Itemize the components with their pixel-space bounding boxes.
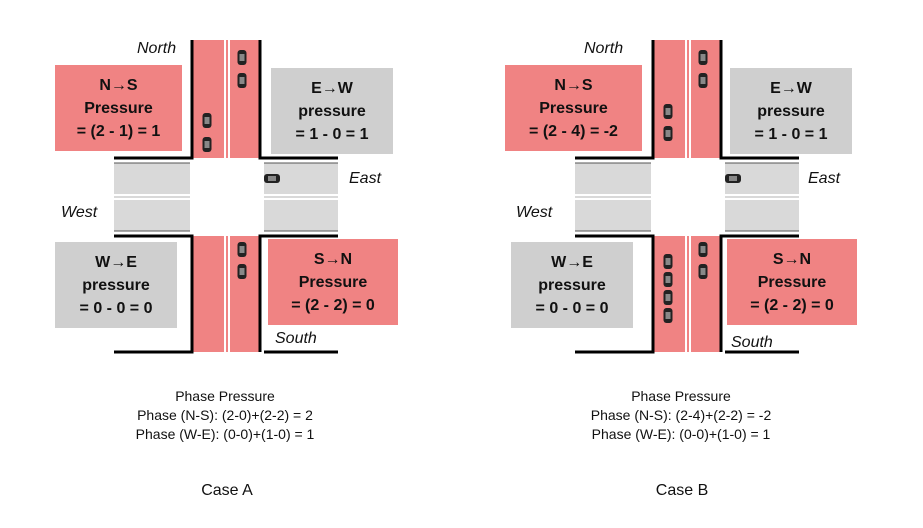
curb-se	[258, 234, 338, 352]
we-value: = 0 - 0 = 0	[79, 299, 153, 317]
vehicle	[237, 242, 247, 257]
sn-title: S→N	[313, 250, 353, 268]
summary-title: Phase Pressure	[175, 388, 275, 404]
we-title: W→E	[95, 253, 137, 271]
vehicle	[237, 264, 247, 279]
vehicle	[663, 308, 673, 323]
intersection-diagram	[114, 40, 338, 354]
ns-value: = (2 - 4) = -2	[529, 122, 618, 140]
we-pressure-box: W→E pressure = 0 - 0 = 0	[55, 242, 177, 328]
vehicle	[698, 242, 708, 257]
vehicle	[663, 254, 673, 269]
vehicle	[698, 73, 708, 88]
west-road	[575, 163, 651, 231]
sn-subtitle: Pressure	[757, 273, 827, 291]
east-road	[725, 163, 799, 231]
phase-pressure-summary: Phase Pressure Phase (N-S): (2-4)+(2-2) …	[511, 387, 851, 444]
case-b-panel: North East West South N→S Pressure = (2 …	[461, 0, 922, 528]
ns-title: N→S	[99, 76, 138, 94]
case-label: Case B	[655, 482, 709, 499]
east-label: East	[808, 170, 841, 187]
ew-subtitle: pressure	[298, 102, 366, 120]
ns-pressure-box: N→S Pressure = (2 - 4) = -2	[505, 65, 642, 151]
summary-ns: Phase (N-S): (2-0)+(2-2) = 2	[137, 407, 313, 423]
sn-pressure-box: S→N Pressure = (2 - 2) = 0	[727, 239, 857, 325]
east-road	[264, 163, 338, 231]
case-label: Case A	[201, 482, 253, 499]
south-label: South	[275, 330, 317, 347]
vehicle	[237, 73, 247, 88]
curb-nw	[114, 40, 194, 160]
case-a-panel: North East West South N→S Pressure = (2 …	[0, 0, 461, 528]
intersection-diagram	[575, 40, 799, 354]
vehicle	[264, 174, 280, 183]
curb-sw	[575, 234, 655, 354]
ew-title: E→W	[311, 79, 353, 97]
ns-title: N→S	[554, 76, 593, 94]
ew-pressure-box: E→W pressure = 1 - 0 = 1	[271, 68, 393, 154]
sn-pressure-box: S→N Pressure = (2 - 2) = 0	[268, 239, 398, 325]
vehicle	[698, 50, 708, 65]
north-label: North	[137, 40, 177, 57]
ns-pressure-box: N→S Pressure = (2 - 1) = 1	[55, 65, 182, 151]
vehicle	[202, 113, 212, 128]
summary-we: Phase (W-E): (0-0)+(1-0) = 1	[591, 426, 771, 442]
we-title: W→E	[551, 253, 593, 271]
we-value: = 0 - 0 = 0	[535, 299, 609, 317]
curb-ne	[719, 40, 799, 160]
curb-ne	[258, 40, 338, 160]
ns-value: = (2 - 1) = 1	[76, 122, 161, 140]
we-pressure-box: W→E pressure = 0 - 0 = 0	[511, 242, 633, 328]
vehicle	[663, 126, 673, 141]
summary-we: Phase (W-E): (0-0)+(1-0) = 1	[135, 426, 315, 442]
ew-title: E→W	[770, 79, 812, 97]
ew-value: = 1 - 0 = 1	[754, 125, 828, 143]
south-label: South	[731, 334, 773, 351]
vehicle	[698, 264, 708, 279]
west-label: West	[516, 204, 553, 221]
summary-title: Phase Pressure	[631, 388, 731, 404]
we-subtitle: pressure	[82, 276, 150, 294]
north-label: North	[584, 40, 624, 57]
vehicle	[663, 290, 673, 305]
curb-nw	[575, 40, 655, 160]
sn-value: = (2 - 2) = 0	[750, 296, 834, 314]
sn-title: S→N	[772, 250, 812, 268]
ns-subtitle: Pressure	[84, 99, 153, 117]
vehicle	[725, 174, 741, 183]
vehicle	[202, 137, 212, 152]
ew-value: = 1 - 0 = 1	[295, 125, 369, 143]
summary-ns: Phase (N-S): (2-4)+(2-2) = -2	[590, 407, 772, 423]
we-subtitle: pressure	[538, 276, 606, 294]
vehicle	[663, 104, 673, 119]
west-road	[114, 163, 190, 231]
west-label: West	[61, 204, 98, 221]
sn-value: = (2 - 2) = 0	[291, 296, 375, 314]
ns-subtitle: Pressure	[539, 99, 608, 117]
vehicle	[237, 50, 247, 65]
curb-se	[719, 234, 799, 352]
vehicle	[663, 272, 673, 287]
ew-subtitle: pressure	[757, 102, 825, 120]
curb-sw	[114, 234, 194, 354]
east-label: East	[349, 170, 382, 187]
sn-subtitle: Pressure	[298, 273, 368, 291]
phase-pressure-summary: Phase Pressure Phase (N-S): (2-0)+(2-2) …	[55, 387, 395, 444]
ew-pressure-box: E→W pressure = 1 - 0 = 1	[730, 68, 852, 154]
